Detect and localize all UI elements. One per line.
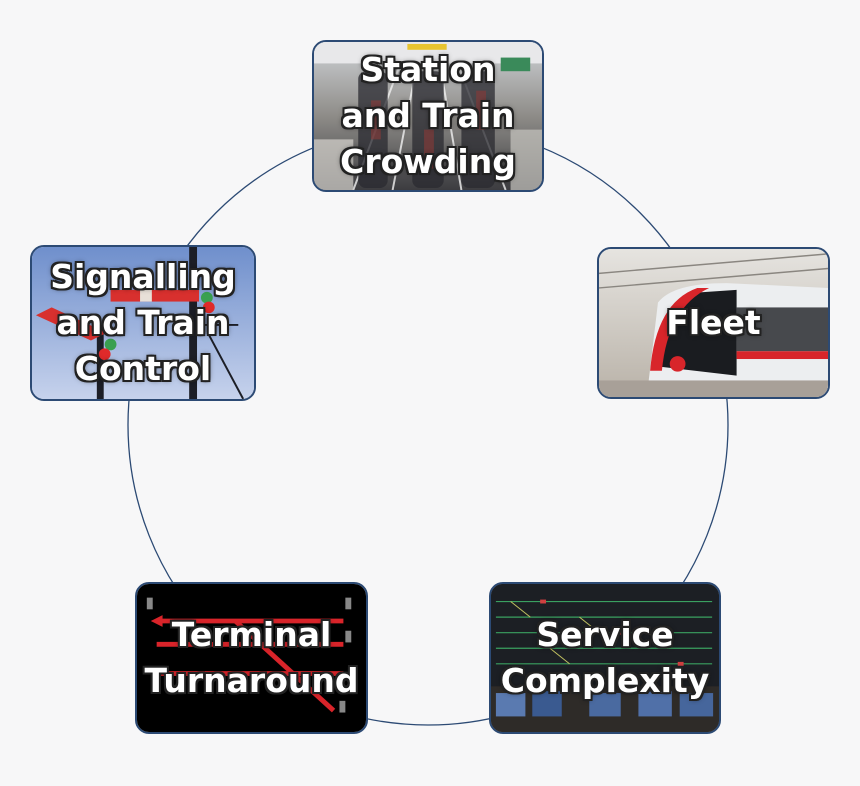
node-station-label: Station and Train Crowding xyxy=(340,49,516,182)
node-signalling-label: Signalling and Train Control xyxy=(50,256,236,389)
track-layout-schematic xyxy=(137,584,366,732)
node-station-crowding: Station and Train Crowding xyxy=(312,40,544,192)
platform-escalator-photo xyxy=(314,42,542,190)
node-fleet-label: Fleet xyxy=(666,302,761,342)
node-terminal-label: Terminal Turnaround xyxy=(144,614,359,700)
node-terminal-turnaround: Terminal Turnaround xyxy=(135,582,368,734)
node-signalling-train-control: Signalling and Train Control xyxy=(30,245,256,401)
node-service-label: Service Complexity xyxy=(500,614,710,700)
node-fleet: Fleet xyxy=(597,247,830,399)
semaphore-signal-photo xyxy=(32,247,254,399)
control-room-photo xyxy=(491,584,719,732)
metro-train-photo xyxy=(599,249,828,397)
node-service-complexity: Service Complexity xyxy=(489,582,721,734)
